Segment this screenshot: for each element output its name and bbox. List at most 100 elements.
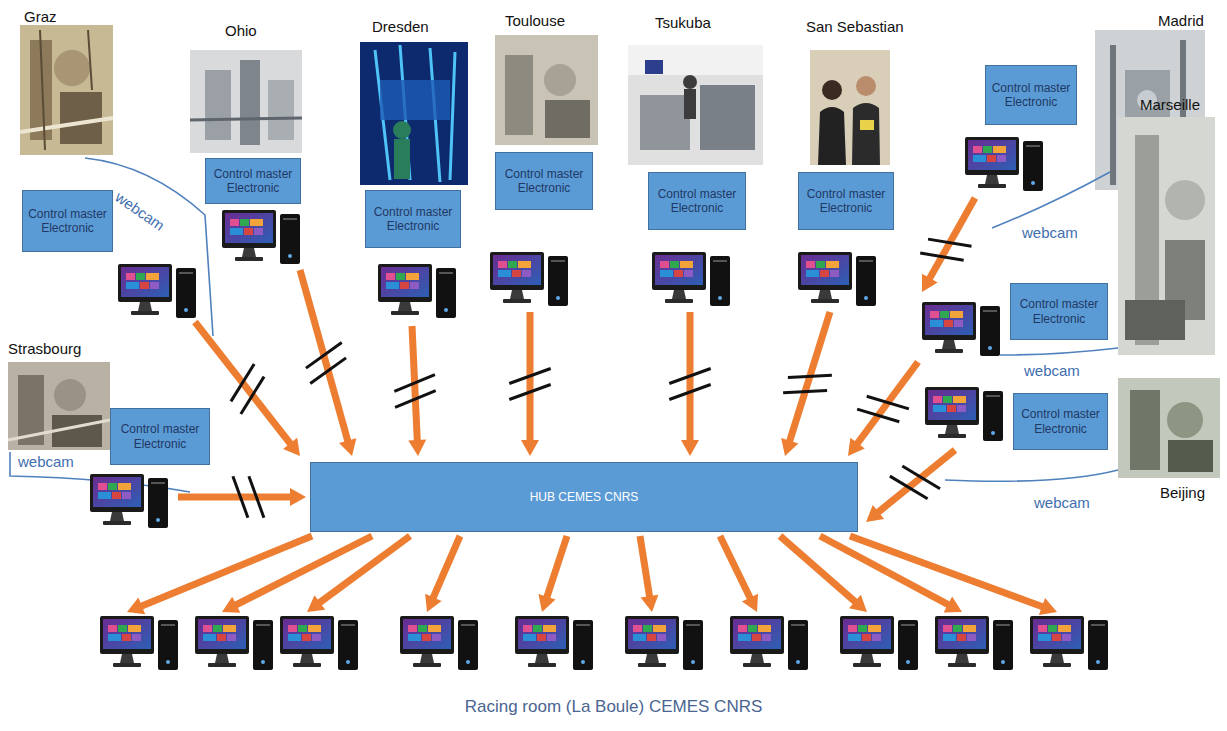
flow-arrow: [140, 536, 312, 607]
break-mark: [394, 375, 435, 392]
computer-icon: [400, 616, 478, 670]
computer-icon: [490, 252, 568, 306]
break-mark: [249, 476, 264, 517]
illustration-part: [40, 30, 92, 150]
box-label: Control master Electronic: [654, 187, 740, 216]
computer-icon: [730, 616, 808, 670]
flow-arrow: [877, 450, 955, 513]
lab-photo: [360, 42, 468, 185]
arrow-head: [866, 505, 884, 522]
computer-icon: [652, 252, 730, 306]
site-label: Beijing: [1160, 484, 1205, 501]
illustration-part: [700, 85, 755, 150]
illustration-part: [684, 89, 696, 119]
caption: Racing room (La Boule) CEMES CNRS: [0, 697, 1227, 717]
illustration-part: [628, 45, 763, 75]
site-label: Toulouse: [505, 12, 565, 29]
break-mark: [928, 239, 971, 246]
illustration-part: [818, 107, 846, 165]
illustration-part: [205, 70, 231, 140]
webcam-line: [1000, 348, 1118, 355]
control-box: Control master Electronic: [1013, 393, 1108, 450]
illustration-part: [360, 42, 468, 185]
control-box: Control master Electronic: [365, 190, 461, 248]
flow-arrow: [433, 536, 460, 599]
control-box: Control master Electronic: [205, 158, 301, 204]
illustration-part: [1118, 117, 1215, 355]
arrows: [127, 198, 1057, 615]
illustration-part: [505, 55, 533, 135]
arrow-head: [922, 274, 938, 292]
illustration-part: [54, 379, 86, 411]
box-label: Control master Electronic: [28, 207, 107, 236]
arrow-head: [425, 594, 442, 612]
computer-icon: [515, 616, 593, 670]
arrow-head: [307, 595, 325, 612]
lab-photo: [1118, 117, 1215, 355]
arrow-head: [339, 438, 356, 456]
illustration-part: [495, 35, 598, 145]
computer-icon: [925, 387, 1003, 441]
webcam-line: [992, 172, 1110, 228]
arrow-head: [848, 438, 865, 456]
webcam-label: webcam: [18, 453, 74, 470]
box-label: Control master Electronic: [116, 422, 204, 451]
illustration-part: [394, 139, 410, 179]
computer-icons: [90, 137, 1108, 670]
computer-icon: [840, 616, 918, 670]
box-label: Control master Electronic: [804, 187, 888, 216]
flow-arrow: [929, 198, 975, 280]
flow-arrow: [850, 536, 1044, 607]
lab-photo: [8, 362, 110, 450]
break-mark: [867, 396, 909, 409]
box-label: Control master Electronic: [371, 205, 455, 234]
flow-arrow: [546, 536, 567, 599]
illustration-part: [1130, 390, 1160, 470]
illustration-part: [852, 103, 880, 165]
arrow-head: [521, 440, 539, 456]
flow-arrow: [640, 536, 650, 598]
illustration-part: [545, 100, 590, 138]
arrow-head: [283, 438, 300, 456]
webcam-label: webcam: [112, 188, 168, 234]
control-box: Control master Electronic: [798, 172, 894, 230]
break-mark: [509, 368, 550, 383]
break-mark: [233, 476, 248, 517]
control-box: Control master Electronic: [110, 408, 210, 465]
illustration-part: [20, 25, 113, 155]
illustration-part: [240, 60, 260, 145]
control-box: Control master Electronic: [495, 152, 593, 210]
flow-arrow: [318, 536, 410, 604]
illustration-part: [8, 420, 110, 440]
flow-arrow: [178, 494, 292, 501]
illustration-part: [393, 121, 411, 139]
arrow-head: [290, 488, 306, 506]
illustration-part: [1118, 378, 1220, 478]
box-label: Control master Electronic: [1016, 297, 1102, 326]
illustration-part: [822, 80, 842, 100]
site-label: Tsukuba: [655, 14, 711, 31]
site-label: Madrid: [1158, 12, 1204, 29]
arrow-head: [641, 595, 659, 612]
break-mark: [310, 358, 346, 384]
illustration-part: [268, 80, 294, 140]
break-mark: [788, 375, 832, 377]
webcam-label: webcam: [1022, 224, 1078, 241]
illustration-part: [20, 118, 113, 132]
site-label: San Sebastian: [806, 18, 904, 35]
flow-arrow: [856, 362, 918, 445]
flow-arrow: [720, 536, 751, 599]
webcam-label: webcam: [1024, 362, 1080, 379]
arrow-head: [781, 438, 798, 456]
lab-photo: [810, 50, 890, 165]
lab-photo: [495, 35, 598, 145]
illustration-part: [8, 362, 110, 450]
arrow-head: [849, 595, 867, 612]
arrow-head: [1039, 598, 1057, 615]
lab-photo: [1118, 378, 1220, 478]
illustration-part: [1165, 180, 1205, 220]
break-mark: [669, 368, 710, 383]
illustration-part: [1168, 440, 1213, 472]
arrow-head: [538, 594, 555, 612]
site-label: Marseille: [1140, 96, 1200, 113]
